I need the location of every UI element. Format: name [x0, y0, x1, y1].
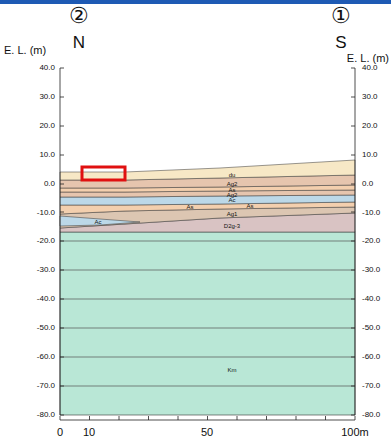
- layer-label: Ag2: [227, 192, 238, 198]
- elevation-tick: -10.0: [362, 209, 380, 217]
- elevation-tick: -20.0: [362, 237, 380, 245]
- distance-tick: 50: [201, 427, 213, 438]
- layer-label: Ac: [228, 197, 235, 203]
- elevation-tick: -20.0: [37, 237, 55, 245]
- layer-label: Ag2: [227, 181, 238, 187]
- elevation-tick: -10.0: [37, 209, 55, 217]
- elevation-tick: 20.0: [39, 122, 55, 130]
- elevation-tick: -80.0: [37, 411, 55, 419]
- elevation-tick: 40.0: [362, 64, 378, 72]
- elevation-tick: -70.0: [37, 382, 55, 390]
- layer-label: D2g-3: [224, 223, 240, 229]
- layer-label: du: [229, 172, 236, 178]
- elevation-tick: -60.0: [37, 353, 55, 361]
- layer-label: Ag1: [227, 211, 238, 217]
- section-end-number: ②: [69, 5, 89, 27]
- distance-tick: 10: [83, 427, 95, 438]
- elevation-tick: -70.0: [362, 382, 380, 390]
- elevation-tick: 30.0: [362, 93, 378, 101]
- layer-label: As: [246, 203, 253, 209]
- elevation-tick: 30.0: [39, 93, 55, 101]
- section-end-number: ①: [331, 5, 351, 27]
- elevation-tick: -80.0: [362, 411, 380, 419]
- elevation-tick: -30.0: [37, 266, 55, 274]
- elevation-tick: 0.0: [44, 180, 55, 188]
- axis-title: E. L. (m): [347, 53, 389, 64]
- distance-tick: 100m: [341, 427, 369, 438]
- elevation-tick: 10.0: [39, 151, 55, 159]
- layer-label: Ac: [94, 219, 101, 225]
- elevation-tick: -60.0: [362, 353, 380, 361]
- elevation-tick: 0.0: [362, 180, 373, 188]
- elevation-tick: -50.0: [362, 324, 380, 332]
- distance-tick: 0: [57, 427, 63, 438]
- elevation-tick: 20.0: [362, 122, 378, 130]
- layer-label: Km: [228, 367, 237, 373]
- elevation-tick: 10.0: [362, 151, 378, 159]
- elevation-tick: -50.0: [37, 324, 55, 332]
- elevation-tick: -30.0: [362, 266, 380, 274]
- elevation-tick: -40.0: [362, 295, 380, 303]
- elevation-tick: -40.0: [37, 295, 55, 303]
- direction-label: S: [335, 34, 346, 51]
- axis-title: E. L. (m): [4, 45, 46, 56]
- elevation-tick: 40.0: [39, 64, 55, 72]
- layer-label: As: [186, 204, 193, 210]
- direction-label: N: [73, 34, 85, 51]
